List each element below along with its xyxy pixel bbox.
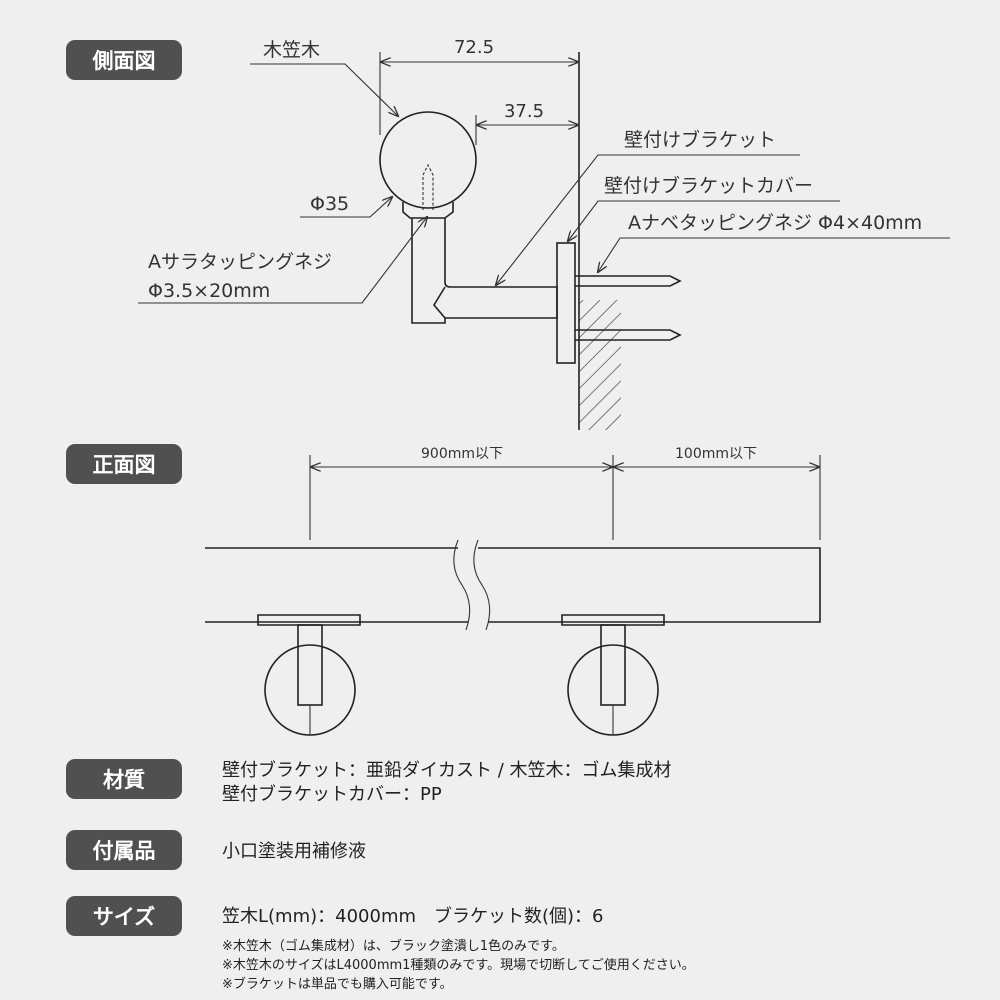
handrail-front bbox=[205, 547, 821, 623]
front-view-drawing: 900mm以下 100mm以下 bbox=[205, 446, 821, 736]
section-label-text: 側面図 bbox=[92, 49, 156, 73]
section-label-front-view: 正面図 bbox=[66, 444, 182, 484]
label-screw-b: Aナベタッピングネジ Φ4×40mm bbox=[628, 212, 922, 234]
wall-hatch bbox=[579, 300, 621, 430]
section-label-side-view: 側面図 bbox=[66, 40, 182, 80]
section-label-text: 付属品 bbox=[93, 839, 156, 863]
note: ※ブラケットは単品でも購入可能です。 bbox=[222, 976, 453, 992]
note: ※木笠木（ゴム集成材）は、ブラック塗潰し1色のみです。 bbox=[222, 938, 565, 954]
dimension-gap: 37.5 bbox=[504, 101, 544, 122]
bracket-front-left bbox=[257, 614, 361, 736]
section-label-accessories: 付属品 bbox=[66, 830, 182, 870]
dimension-bracket-spacing: 900mm以下 bbox=[421, 446, 503, 462]
size-text: 笠木L(mm)：4000mm ブラケット数(個)：6 bbox=[222, 905, 604, 927]
section-label-material: 材質 bbox=[66, 759, 182, 799]
wall-screw bbox=[575, 275, 682, 287]
material-text-cover: 壁付ブラケットカバー：PP bbox=[222, 783, 442, 805]
handrail-section bbox=[379, 111, 477, 209]
material-text: 壁付ブラケット：亜鉛ダイカスト / 木笠木：ゴム集成材 bbox=[222, 759, 672, 781]
accessories-text: 小口塗装用補修液 bbox=[222, 840, 366, 862]
bracket-front-right bbox=[561, 614, 665, 736]
bracket-cover bbox=[556, 242, 576, 364]
label-bracket-cover: 壁付けブラケットカバー bbox=[604, 174, 813, 197]
section-label-text: 正面図 bbox=[93, 453, 156, 477]
label-diameter: Φ35 bbox=[310, 193, 349, 215]
bracket-arm bbox=[411, 218, 558, 324]
screw-a bbox=[422, 163, 434, 210]
side-view-drawing: 72.5 37.5 木笠木 Φ35 Aサラタッピングネジ Φ3.5×20mm 壁… bbox=[138, 37, 950, 430]
dimension-end-distance: 100mm以下 bbox=[675, 446, 757, 462]
section-label-text: サイズ bbox=[93, 905, 155, 929]
label-screw-a-size: Φ3.5×20mm bbox=[148, 280, 270, 302]
wall-screw bbox=[575, 329, 682, 341]
label-screw-a: Aサラタッピングネジ bbox=[148, 251, 332, 273]
section-label-text: 材質 bbox=[103, 768, 145, 792]
label-bracket: 壁付けブラケット bbox=[624, 128, 776, 151]
label-handrail: 木笠木 bbox=[263, 39, 320, 61]
section-label-size: サイズ bbox=[66, 896, 182, 936]
note: ※木笠木のサイズはL4000mm1種類のみです。現場で切断してご使用ください。 bbox=[222, 957, 695, 973]
dimension-total: 72.5 bbox=[454, 37, 494, 58]
